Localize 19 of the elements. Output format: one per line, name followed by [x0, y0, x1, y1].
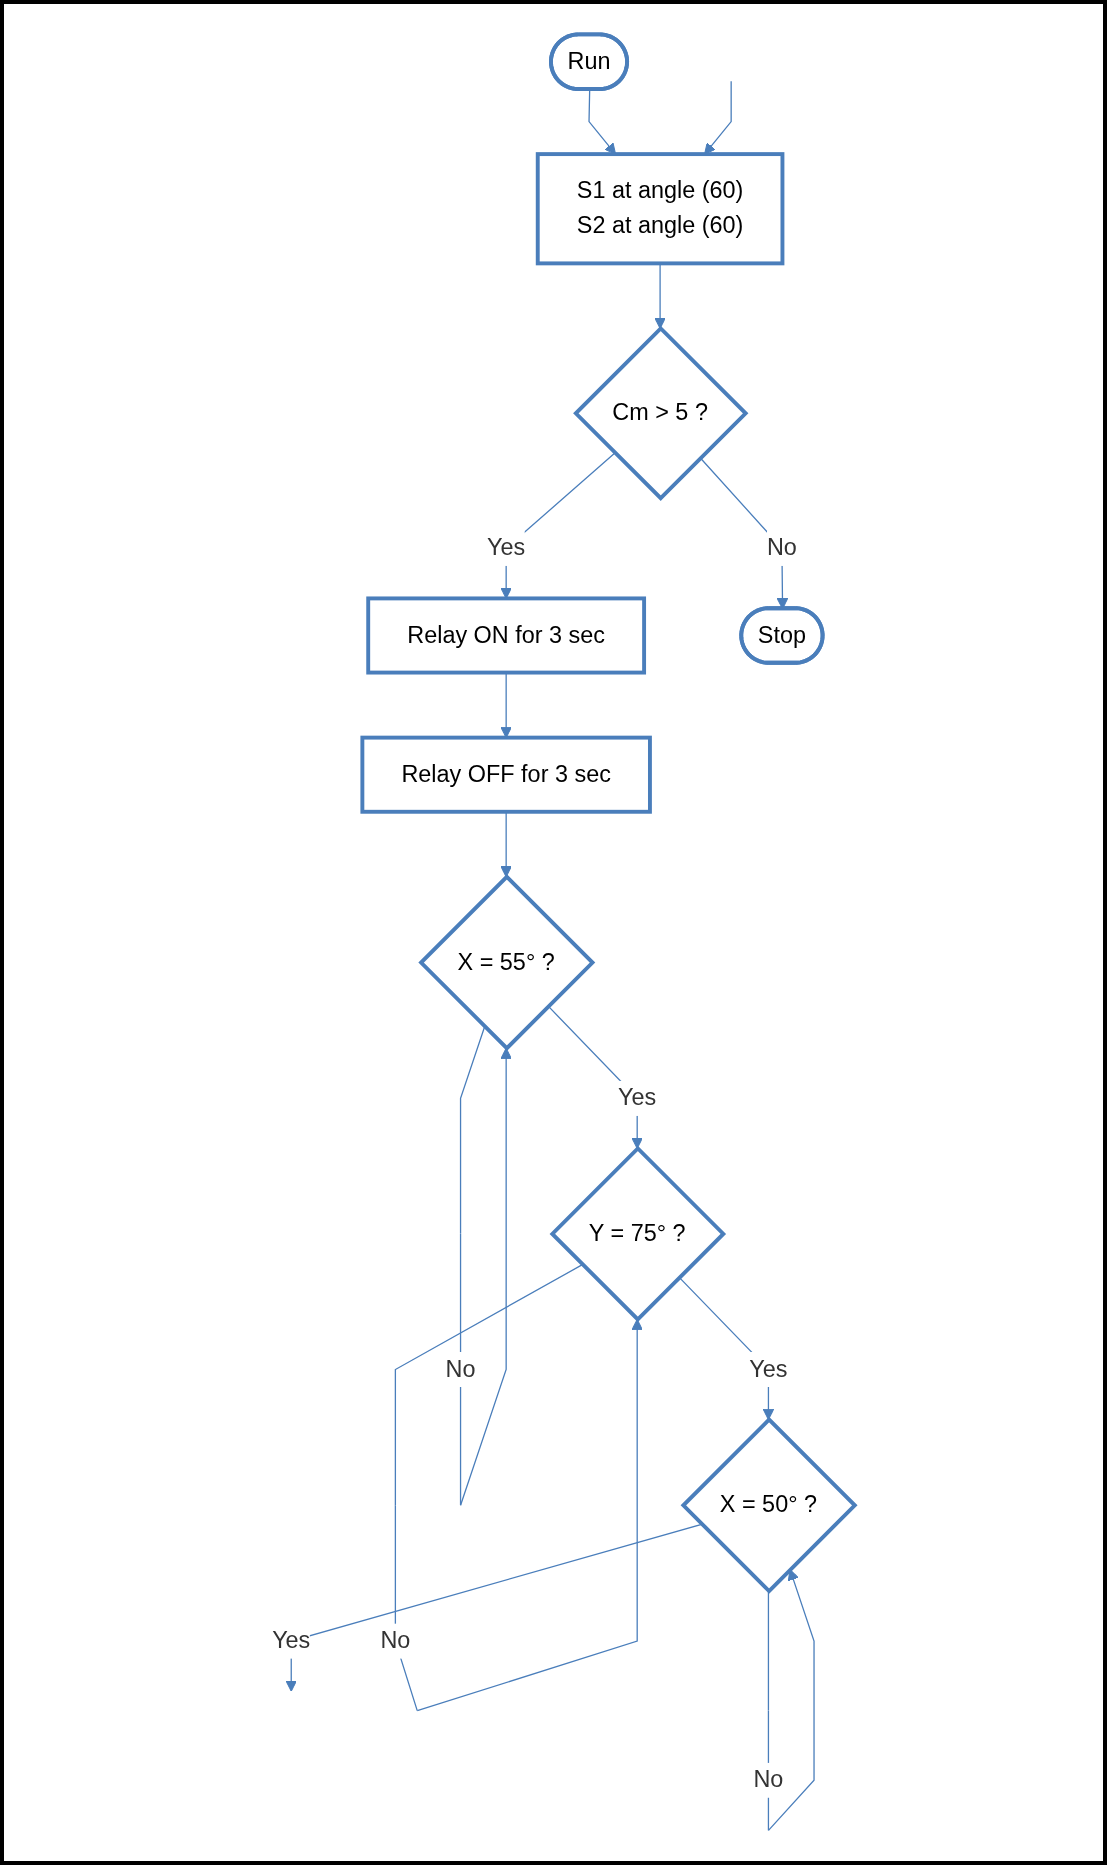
edge-label: No: [445, 1355, 476, 1382]
node-diamond: Y = 75° ?: [549, 1145, 727, 1323]
arrow: [704, 80, 732, 155]
node-diamond: Cm > 5 ?: [573, 325, 749, 501]
node-box: Relay OFF for 3 sec: [360, 735, 652, 814]
edge-label: No: [380, 1627, 411, 1654]
node-box: S1 at angle (60) S2 at angle (60): [535, 152, 785, 266]
node-diamond: X = 50° ?: [680, 1416, 858, 1594]
edge-label: Yes: [749, 1355, 788, 1382]
node-diamond: X = 55° ?: [418, 874, 596, 1051]
edge-label: No: [766, 534, 797, 561]
node-box: Relay ON for 3 sec: [366, 596, 647, 675]
arrow: [285, 1523, 703, 1692]
arrow: [588, 89, 617, 155]
edge-label: Yes: [618, 1084, 657, 1111]
arrow: [500, 811, 512, 878]
edge-label: Yes: [487, 534, 526, 561]
edge-label: Yes: [272, 1627, 311, 1654]
edge-label: No: [753, 1766, 784, 1793]
